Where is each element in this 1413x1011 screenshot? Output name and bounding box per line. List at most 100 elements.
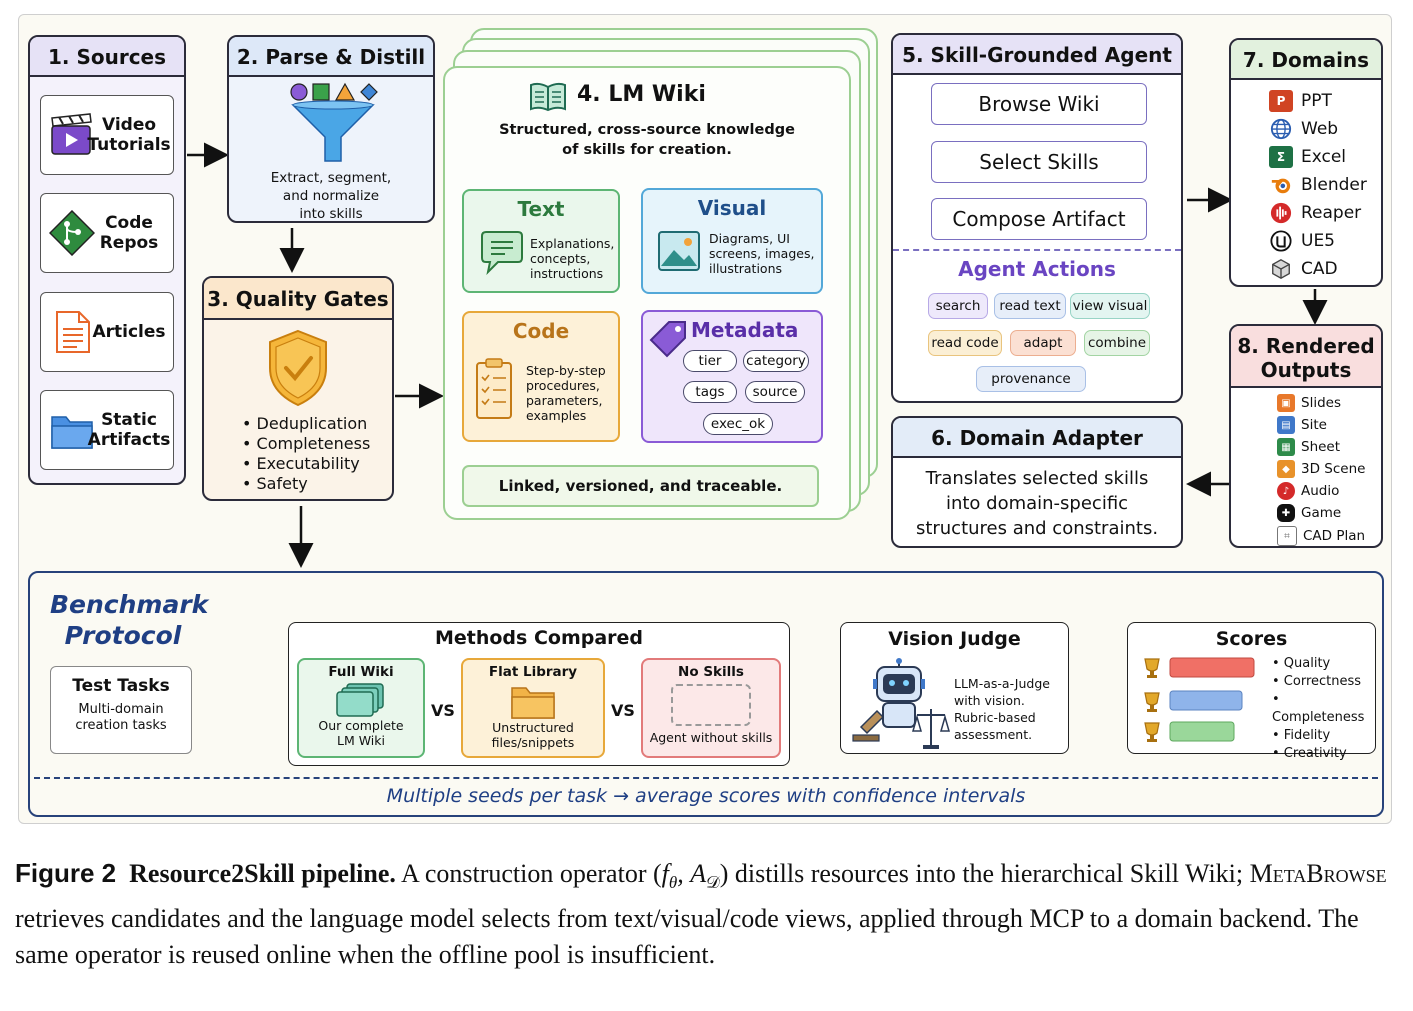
method-full-title: Full Wiki — [328, 664, 394, 680]
wiki-code-card: Code Step-by-step procedures, parameters… — [462, 311, 620, 442]
sources-panel: 1. Sources Video Tutorials Code Repos Ar… — [28, 35, 186, 485]
wiki-subtitle: Structured, cross-source knowledge of sk… — [445, 120, 849, 160]
metadata-card-title: Metadata — [691, 318, 799, 342]
agent-panel: 5. Skill-Grounded Agent Browse Wiki Sele… — [891, 33, 1183, 403]
tag-icon — [649, 321, 686, 358]
score-bars — [1144, 657, 1255, 742]
output-slides: ▣ Slides — [1277, 394, 1341, 412]
domain-ue5: UE5 — [1269, 230, 1335, 252]
wiki-panel: 4. LM Wiki Structured, cross-source know… — [443, 66, 851, 520]
method-full-desc: Our complete LM Wiki — [299, 718, 423, 748]
output-label: 3D Scene — [1301, 461, 1366, 477]
agent-step-browse-wiki: Browse Wiki — [931, 83, 1147, 125]
globe-icon — [1270, 118, 1292, 140]
metadata-tag: exec_ok — [703, 413, 773, 435]
score-criterion: • Fidelity — [1272, 728, 1331, 743]
output-label: Sheet — [1301, 439, 1341, 455]
wiki-visual-card: Visual Diagrams, UI screens, images, ill… — [641, 188, 823, 294]
metadata-tag: tags — [683, 381, 737, 403]
wiki-text-card: Text Explanations, concepts, instruction… — [462, 189, 620, 293]
domains-panel: 7. Domains P PPT Web Σ Excel Blender Rea… — [1229, 38, 1383, 287]
method-full-desc-line: Our complete — [318, 718, 404, 733]
caption-math-sub: θ — [668, 873, 678, 893]
agent-divider — [893, 249, 1181, 251]
output-cad-plan: ⌗ CAD Plan — [1277, 526, 1365, 546]
source-label: Video Tutorials — [87, 115, 171, 155]
video-clapper-icon — [51, 113, 92, 155]
text-card-desc-line: Explanations, — [530, 236, 615, 251]
benchmark-divider — [34, 777, 1378, 779]
metadata-tag: category — [743, 350, 809, 372]
quality-list: • Deduplication • Completeness • Executa… — [242, 414, 370, 494]
source-video-tutorials: Video Tutorials — [40, 95, 174, 175]
method-flat-title: Flat Library — [488, 664, 578, 680]
gamepad-icon: ✚ — [1277, 504, 1295, 522]
output-label: Slides — [1301, 395, 1341, 411]
judge-description: LLM-as-a-Judge with vision. Rubric-based… — [954, 675, 1050, 743]
test-tasks-desc-line: creation tasks — [75, 718, 167, 733]
output-label: Site — [1301, 417, 1327, 433]
test-tasks-box: Test Tasks Multi-domain creation tasks — [50, 666, 192, 754]
blender-icon — [1271, 178, 1291, 194]
text-card-desc-line: concepts, — [530, 251, 591, 266]
domain-blender: Blender — [1269, 174, 1367, 196]
output-audio: ♪ Audio — [1277, 482, 1339, 500]
metadata-tag: tier — [683, 350, 737, 372]
quality-gates-panel: 3. Quality Gates • Deduplication • Compl… — [202, 276, 394, 501]
benchmark-title: Benchmark Protocol — [50, 589, 209, 651]
quality-item: • Deduplication — [242, 414, 368, 433]
figure-caption: Figure 2 Resource2Skill pipeline. A cons… — [15, 855, 1395, 973]
folder-icon — [51, 416, 93, 449]
git-branch-icon — [49, 210, 95, 256]
code-card-desc-line: examples — [526, 408, 587, 423]
sources-title: 1. Sources — [30, 37, 184, 77]
quality-item: • Safety — [242, 474, 308, 493]
text-card-desc: Explanations, concepts, instructions — [530, 236, 614, 281]
action-read-text: read text — [994, 293, 1066, 319]
domain-label: Web — [1301, 119, 1339, 139]
unreal-icon — [1270, 230, 1292, 252]
image-icon — [658, 231, 700, 271]
benchmark-footer: Multiple seeds per task → average scores… — [386, 785, 1026, 807]
output-label: Audio — [1301, 483, 1340, 499]
empty-placeholder-icon — [671, 684, 751, 726]
visual-card-desc-line: Diagrams, UI — [709, 231, 790, 246]
code-card-desc-line: parameters, — [526, 393, 603, 408]
speech-bubble-icon — [481, 231, 523, 275]
benchmark-title-line: Benchmark — [50, 590, 209, 619]
method-none-desc: Agent without skills — [649, 730, 773, 745]
text-card-desc-line: instructions — [530, 266, 604, 281]
output-game: ✚ Game — [1277, 504, 1341, 522]
visual-card-desc-line: illustrations — [709, 261, 783, 276]
domain-reaper: Reaper — [1269, 202, 1361, 224]
source-code-repos: Code Repos — [40, 193, 174, 273]
wiki-subtitle-line: Structured, cross-source knowledge — [499, 122, 795, 138]
parse-desc-line: into skills — [299, 206, 363, 222]
code-card-title: Code — [512, 319, 570, 343]
adapter-description: Translates selected skills into domain-s… — [893, 466, 1181, 541]
test-tasks-title: Test Tasks — [72, 676, 170, 696]
caption-text: retrieves candidates and the language mo… — [15, 904, 1359, 970]
scores-box: Scores • Quality • Correctness • Complet… — [1127, 622, 1376, 761]
source-label: Code Repos — [99, 213, 159, 253]
checklist-icon — [476, 358, 512, 419]
benchmark-panel: Benchmark Protocol Test Tasks Multi-doma… — [28, 571, 1384, 817]
parse-description: Extract, segment, and normalize into ski… — [229, 169, 433, 223]
vs-label-2: VS — [611, 701, 635, 720]
trophy-icon — [1144, 722, 1160, 742]
powerpoint-icon: P — [1269, 90, 1293, 112]
parse-title: 2. Parse & Distill — [229, 37, 433, 77]
caption-math: f — [661, 859, 669, 888]
parse-desc-line: and normalize — [282, 188, 380, 204]
audio-icon: ♪ — [1277, 482, 1295, 500]
score-criterion: • Completeness — [1272, 692, 1365, 725]
slides-icon: ▣ — [1277, 394, 1295, 412]
quality-title: 3. Quality Gates — [204, 278, 392, 320]
code-card-desc-line: procedures, — [526, 378, 600, 393]
caption-math-sub: 𝒟 — [706, 873, 720, 893]
domains-title: 7. Domains — [1231, 40, 1381, 80]
wiki-metadata-card: Metadata tier category tags source exec_… — [641, 310, 823, 443]
browser-icon: ▤ — [1277, 416, 1295, 434]
method-none-title: No Skills — [678, 664, 744, 680]
test-tasks-desc-line: Multi-domain — [78, 702, 164, 717]
